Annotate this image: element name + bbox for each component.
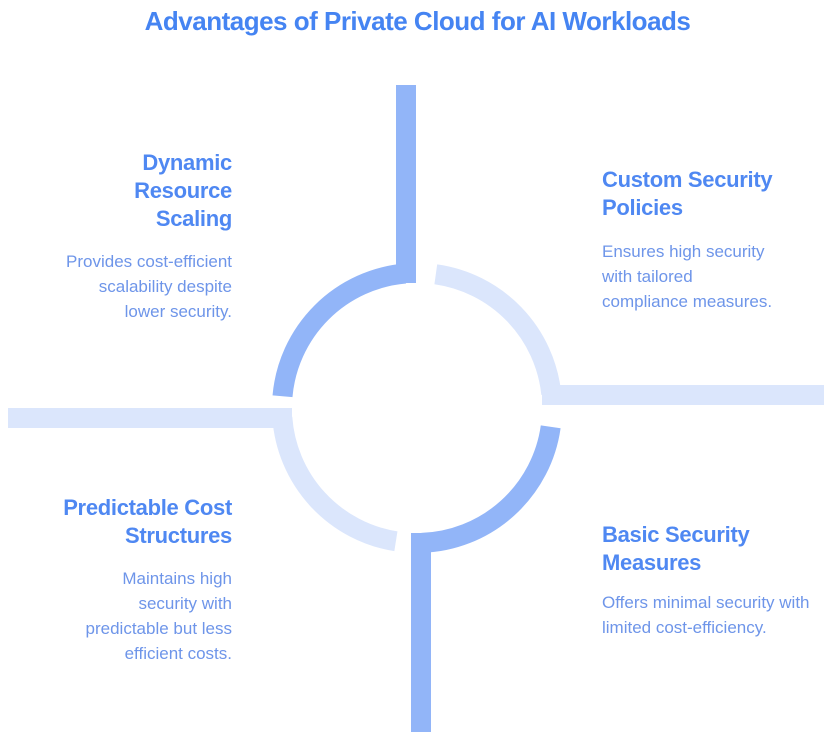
- circle-arc-bottom-left: [272, 416, 398, 552]
- connector-bar-left: [8, 408, 292, 428]
- quadrant-top-right: Custom Security Policies Ensures high se…: [602, 166, 835, 314]
- quadrant-heading: Basic Security Measures: [602, 522, 750, 575]
- quadrant-heading: Custom Security Policies: [602, 167, 773, 220]
- quadrant-description: Provides cost-efficient scalability desp…: [66, 252, 232, 321]
- quadrant-top-left: Dynamic Resource Scaling Provides cost-e…: [12, 149, 232, 324]
- page-title: Advantages of Private Cloud for AI Workl…: [144, 6, 691, 36]
- circle-arc-top-left: [272, 263, 407, 398]
- circle-arc-bottom-right: [421, 425, 561, 553]
- connector-bar-bottom: [411, 533, 431, 732]
- quadrant-description: Ensures high security with tailored comp…: [602, 242, 773, 311]
- quadrant-bottom-left: Predictable Cost Structures Maintains hi…: [0, 494, 232, 666]
- circle-arc-top-right: [434, 264, 562, 396]
- connector-bar-top: [396, 85, 416, 283]
- quadrant-description: Maintains high security with predictable…: [85, 569, 232, 663]
- quadrant-heading: Dynamic Resource Scaling: [134, 150, 232, 231]
- quadrant-description: Offers minimal security with limited cos…: [602, 593, 810, 637]
- quadrant-heading: Predictable Cost Structures: [63, 495, 232, 548]
- connector-bar-right: [542, 385, 824, 405]
- quadrant-bottom-right: Basic Security Measures Offers minimal s…: [602, 521, 835, 640]
